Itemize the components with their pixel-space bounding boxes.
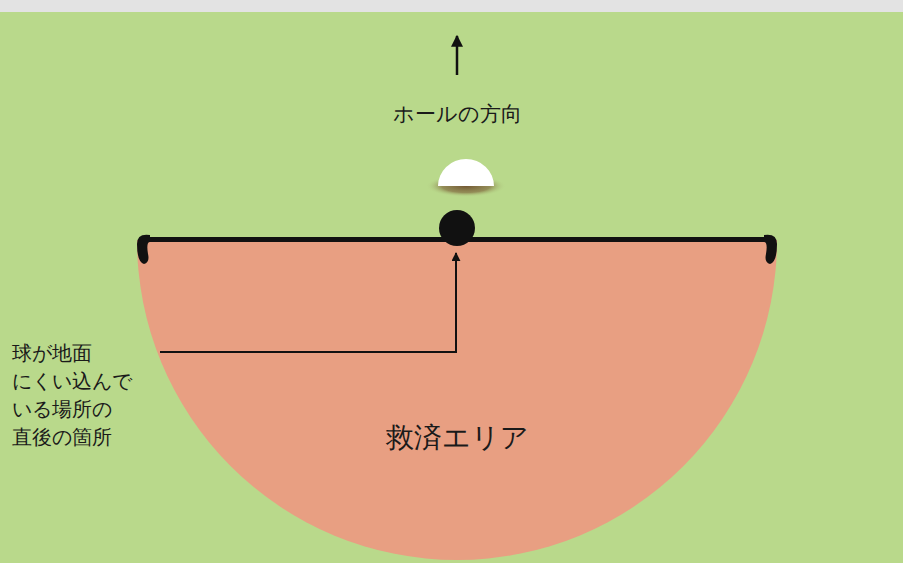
- callout-label: 球が地面 にくい込んで いる場所の 直後の箇所: [12, 339, 140, 451]
- top-band: [0, 0, 903, 12]
- reference-dot: [439, 210, 475, 246]
- golf-ball: [438, 159, 494, 186]
- direction-label: ホールの方向: [393, 100, 522, 128]
- line-end: [137, 235, 150, 264]
- line-end: [764, 235, 777, 264]
- area-label: 救済エリア: [386, 421, 529, 455]
- leader-line: [160, 253, 456, 352]
- direction-arrow: [456, 36, 459, 75]
